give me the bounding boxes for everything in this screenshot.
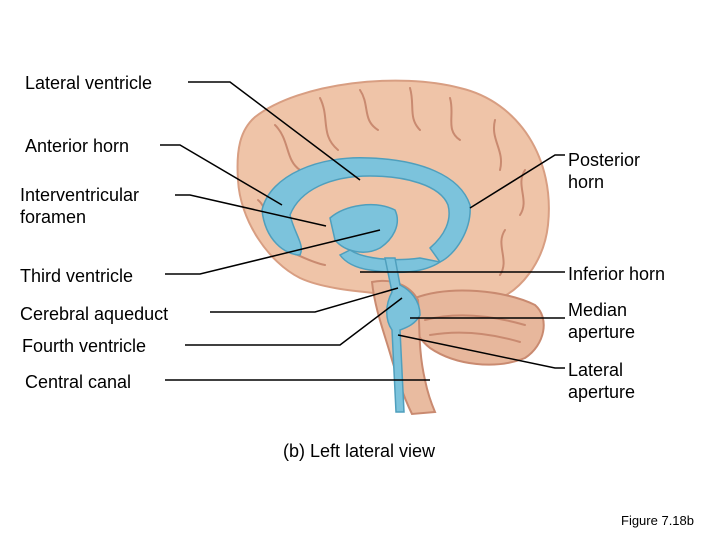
leader-fourth-ventricle xyxy=(185,297,403,346)
aqueduct-fourth-ventricle-shape xyxy=(384,257,421,413)
label-fourth-ventricle: Fourth ventricle xyxy=(22,336,147,356)
label-lateral-ventricle: Lateral ventricle xyxy=(25,73,153,93)
label-inferior-horn: Inferior horn xyxy=(568,264,666,284)
cerebellum xyxy=(410,289,545,366)
leader-interventricular-foramen xyxy=(175,194,327,227)
figure-reference: Figure 7.18b xyxy=(621,513,694,528)
label-median-aperture: Median aperture xyxy=(568,300,636,342)
leader-lateral-aperture xyxy=(397,334,565,369)
label-central-canal: Central canal xyxy=(25,372,132,392)
leader-third-ventricle xyxy=(165,229,381,275)
lateral-ventricle-shape xyxy=(261,156,471,263)
leader-posterior-horn xyxy=(469,154,565,209)
leader-cerebral-aqueduct xyxy=(210,287,399,313)
label-lateral-aperture: Lateral aperture xyxy=(568,360,636,402)
label-third-ventricle: Third ventricle xyxy=(20,266,134,286)
label-interventricular-foramen: Interventricular foramen xyxy=(20,185,140,227)
figure-caption: (b) Left lateral view xyxy=(283,441,436,461)
label-cerebral-aqueduct: Cerebral aqueduct xyxy=(20,304,169,324)
label-anterior-horn: Anterior horn xyxy=(25,136,130,156)
leader-lateral-ventricle xyxy=(188,81,361,181)
leader-lines xyxy=(160,81,565,381)
leader-anterior-horn xyxy=(160,144,283,206)
label-posterior-horn: Posterior horn xyxy=(568,150,641,192)
